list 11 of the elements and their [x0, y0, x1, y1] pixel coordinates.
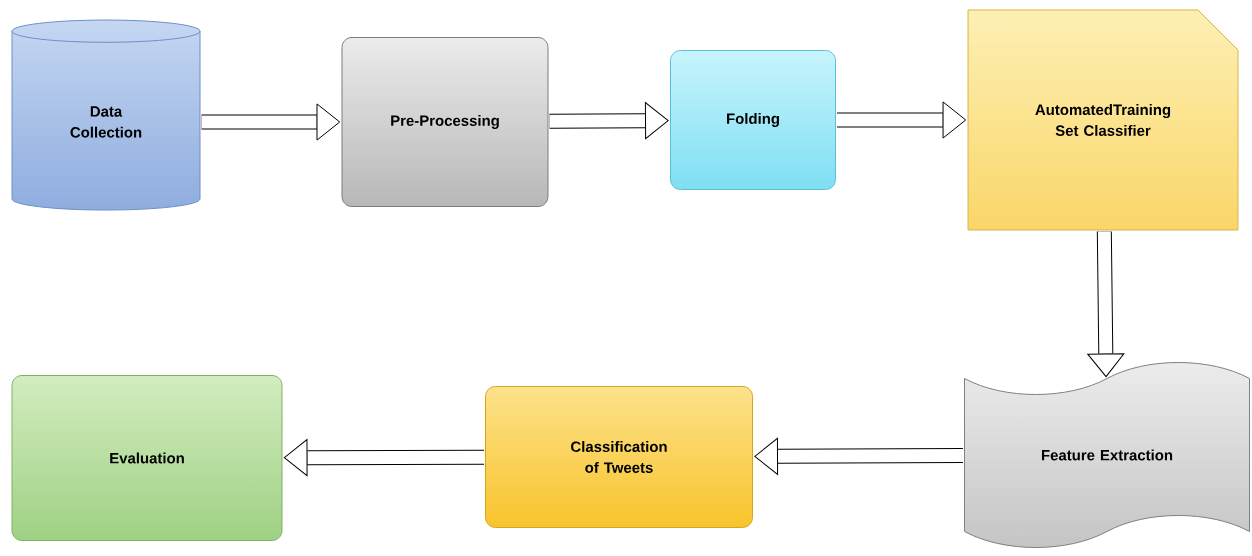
process-box: Folding: [670, 50, 836, 190]
block-arrow: [283, 439, 484, 477]
block-arrow: [1087, 231, 1125, 378]
process-box: Pre-Processing: [341, 37, 549, 207]
block-arrow: [201, 103, 341, 141]
block-arrow: [837, 101, 967, 139]
database-cylinder: Data Collection: [11, 19, 201, 211]
block-arrow: [754, 437, 964, 475]
process-box: Evaluation: [11, 375, 283, 541]
block-arrow: [549, 102, 669, 140]
process-box: Classification of Tweets: [485, 386, 753, 528]
